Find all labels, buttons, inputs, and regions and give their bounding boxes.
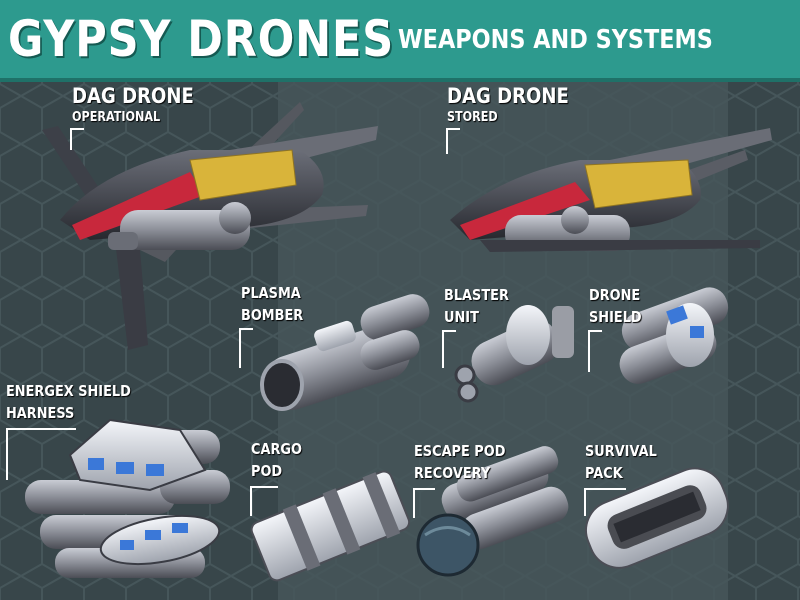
- escape-pod-line2: RECOVERY: [414, 464, 491, 482]
- cargo-pod-line1: CARGO: [251, 440, 302, 458]
- cargo-pod-line2: POD: [251, 462, 283, 480]
- page-subtitle: WEAPONS AND SYSTEMS: [398, 25, 713, 55]
- blaster-unit-line2: UNIT: [444, 308, 479, 326]
- dag-stored-status: STORED: [447, 110, 498, 125]
- header-banner: GYPSY DRONES WEAPONS AND SYSTEMS: [0, 0, 800, 82]
- drone-shield-bracket: [588, 330, 602, 372]
- dag-operational-status: OPERATIONAL: [72, 110, 161, 125]
- page-title: GYPSY DRONES: [8, 10, 395, 68]
- drone-shield-line1: DRONE: [589, 286, 641, 304]
- cargo-pod-bracket: [250, 486, 278, 516]
- energex-shield-bracket: [6, 428, 76, 480]
- escape-pod-line1: ESCAPE POD: [414, 442, 506, 460]
- dag-stored-bracket: [446, 128, 460, 154]
- energex-shield-line1: ENERGEX SHIELD: [6, 382, 131, 400]
- escape-pod-bracket: [413, 488, 435, 518]
- dag-operational-name: DAG DRONE: [72, 84, 194, 108]
- plasma-bomber-line1: PLASMA: [241, 284, 301, 302]
- plasma-bomber-line2: BOMBER: [241, 306, 304, 324]
- blaster-unit-bracket: [442, 330, 456, 368]
- dag-stored-name: DAG DRONE: [447, 84, 569, 108]
- survival-pack-bracket: [584, 488, 626, 516]
- dag-operational-bracket: [70, 128, 84, 150]
- survival-pack-line2: PACK: [585, 464, 623, 482]
- energex-shield-line2: HARNESS: [6, 404, 75, 422]
- drone-shield-line2: SHIELD: [589, 308, 642, 326]
- survival-pack-line1: SURVIVAL: [585, 442, 657, 460]
- plasma-bomber-bracket: [239, 328, 253, 368]
- blaster-unit-line1: BLASTER: [444, 286, 509, 304]
